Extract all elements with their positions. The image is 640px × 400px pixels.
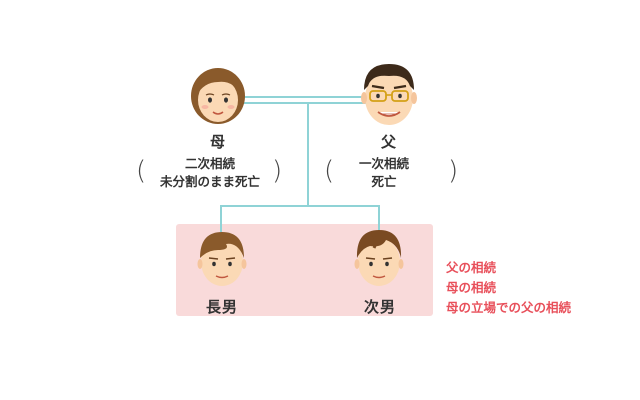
eldest-son-face-icon [197, 232, 247, 286]
eldest-son-name: 長男 [205, 298, 238, 316]
legend-item-father-inheritance: 父の相続 [446, 260, 497, 275]
second-son-face-icon [354, 230, 404, 286]
mother-note-left-paren: ( [136, 156, 147, 186]
father-note-right-paren: ) [448, 156, 459, 186]
father-face-icon [361, 64, 417, 125]
legend-item-mother-inheritance: 母の相続 [446, 280, 497, 295]
mother-note-line-1: 二次相続 [184, 156, 235, 171]
mother-note-right-paren: ) [272, 156, 283, 186]
father-note-line-1: 一次相続 [358, 156, 409, 171]
second-son-name: 次男 [363, 298, 396, 316]
inheritance-legend: 父の相続 母の相続 母の立場での父の相続 [446, 258, 571, 318]
mother-note-line-2: 未分割のまま死亡 [159, 174, 260, 189]
mother-name: 母 [209, 133, 226, 151]
father-name: 父 [380, 133, 397, 151]
legend-item-mother-position-father-inheritance: 母の立場での父の相続 [446, 300, 572, 315]
mother-face-icon [191, 68, 245, 124]
father-note-left-paren: ( [324, 156, 335, 186]
mother-note: 二次相続 未分割のまま死亡 [150, 155, 270, 191]
father-note: 一次相続 死亡 [348, 155, 420, 191]
father-note-line-2: 死亡 [371, 174, 397, 189]
